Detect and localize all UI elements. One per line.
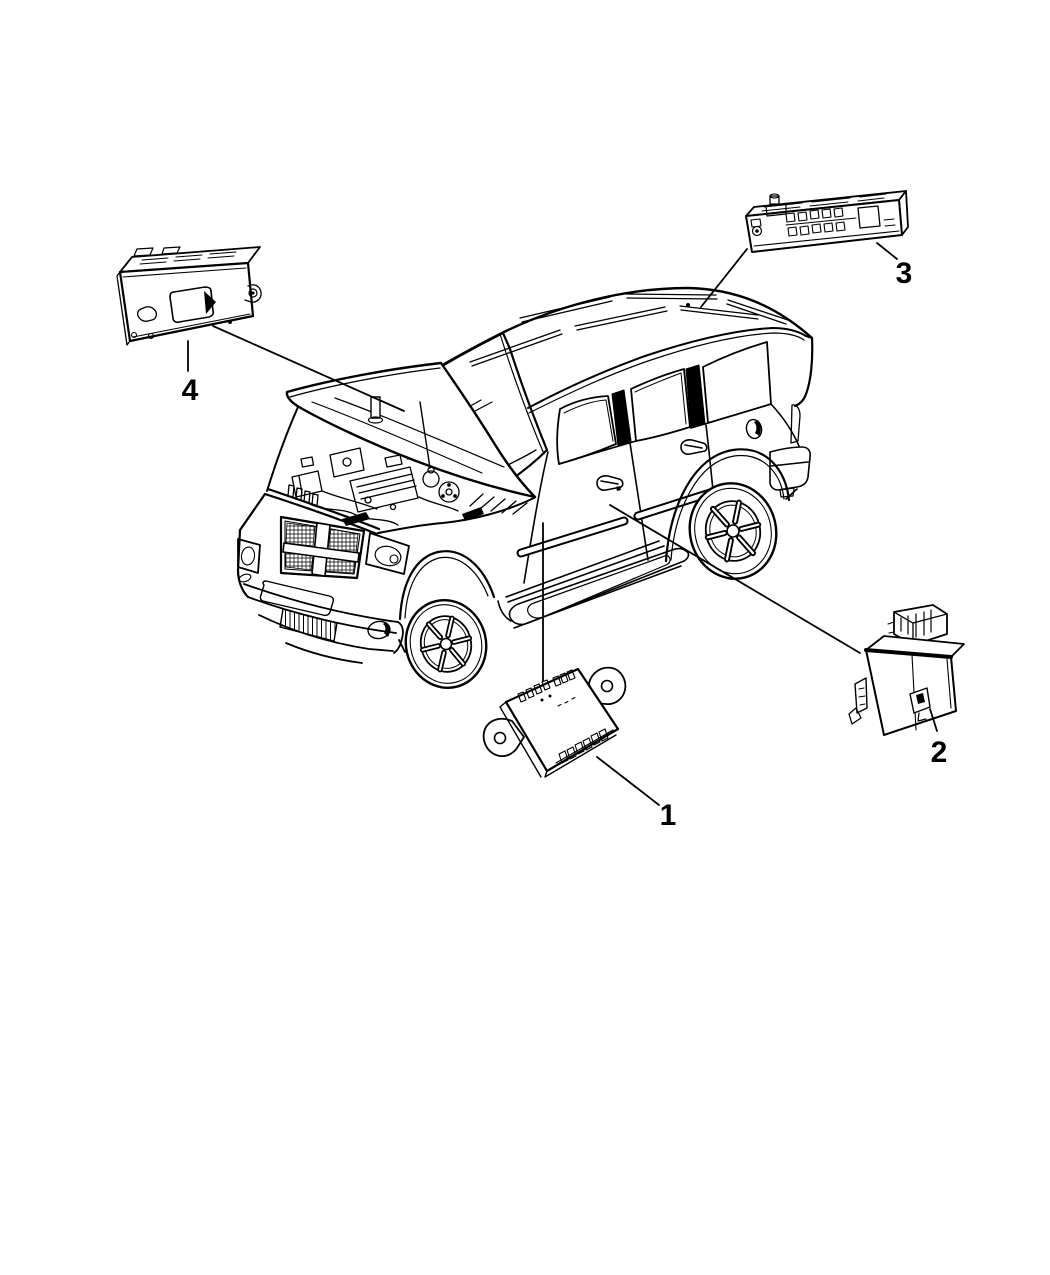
antenna (367, 396, 384, 424)
callout-3-label: 3 (896, 257, 913, 290)
side-windows (556, 341, 800, 465)
crosshair-grille (279, 515, 366, 580)
leader-line-4-to-vehicle (212, 325, 405, 412)
module-2-illustration (848, 604, 965, 736)
leader-line-2-to-label (929, 708, 938, 732)
module-1-illustration (482, 666, 627, 778)
cowl-grate (469, 493, 528, 515)
left-headlamp (237, 538, 261, 574)
leader-line-3-to-label (876, 242, 898, 260)
module-4-top-slots (139, 251, 237, 265)
callout-4-label: 4 (182, 374, 199, 407)
rear-end (769, 404, 811, 500)
rear-door-handle (680, 439, 708, 455)
fog-lamp (367, 620, 391, 640)
leader-line-2-to-vehicle (609, 504, 861, 654)
marker-lamp (238, 573, 252, 583)
vehicle-illustration (236, 286, 814, 689)
air-dam (279, 608, 338, 642)
roof-ribs (469, 293, 789, 367)
taillamp (790, 404, 801, 444)
module-2-connector-pins (900, 609, 932, 638)
hood-prop-rod (419, 401, 431, 469)
module-3-top-slots (761, 193, 887, 212)
doors-and-trim (516, 418, 763, 584)
fuel-door (745, 418, 763, 440)
front-clip (236, 487, 410, 664)
callout-1-label: 1 (660, 799, 677, 832)
front-wheel (398, 550, 496, 689)
leader-lines (187, 242, 938, 806)
module-1-connector-pins (517, 669, 576, 703)
front-bumper (243, 580, 406, 664)
keyhole (616, 486, 621, 491)
open-hood (285, 361, 537, 499)
module-3-fins (785, 207, 846, 237)
front-door-handle (596, 475, 624, 491)
right-headlamp (365, 532, 410, 575)
engine-bay (266, 406, 535, 534)
engine-cover (349, 466, 419, 513)
module-4-illustration (116, 246, 262, 346)
rear-bumper-cap (769, 446, 811, 491)
module-1-lower-pins (558, 728, 609, 764)
leader-line-3-to-vehicle (700, 248, 748, 308)
rear-wheel (664, 448, 791, 580)
air-box (329, 447, 365, 478)
module-3-illustration (745, 190, 909, 253)
callout-2-label: 2 (931, 736, 948, 769)
leader-line-1-to-label (596, 756, 660, 806)
